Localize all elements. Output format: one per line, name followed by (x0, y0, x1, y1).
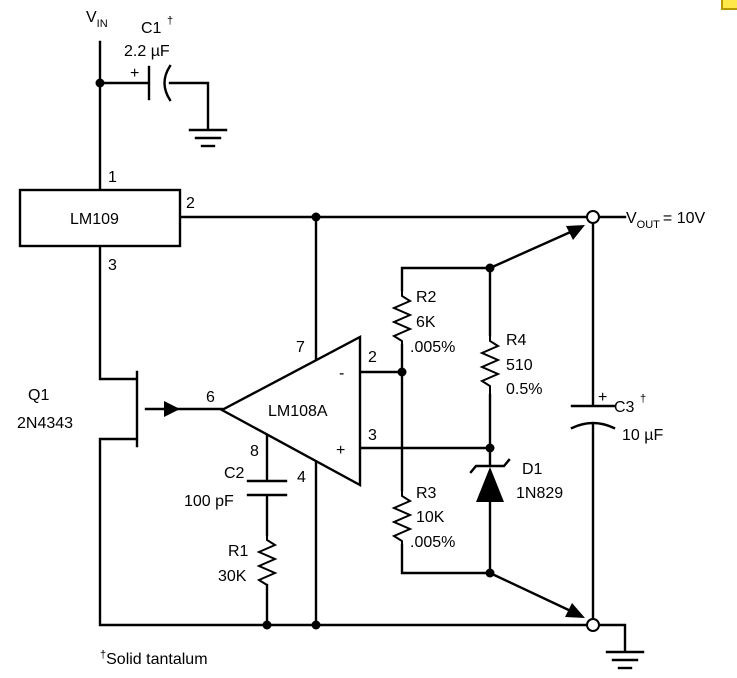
c2-value: 100 pF (184, 493, 234, 510)
resistor-r1 (256, 535, 278, 586)
r4-value: 510 (506, 357, 533, 374)
r1-name: R1 (228, 543, 249, 560)
resistor-r3 (391, 490, 413, 545)
lm109-pin-3: 3 (108, 257, 117, 274)
opamp-pin-6: 6 (206, 389, 215, 406)
capacitor-c3 (570, 404, 616, 430)
r1-value: 30K (218, 568, 247, 585)
r3-value: 10K (416, 509, 445, 526)
lm109-pin-1: 1 (108, 169, 117, 186)
opamp-pin-8: 8 (250, 443, 259, 460)
opamp-pin-7: 7 (296, 339, 305, 356)
resistor-r2 (391, 290, 413, 345)
junction-dots (95, 78, 495, 630)
footnote: †Solid tantalum (100, 649, 208, 668)
vout-label: VOUT= 10V (626, 210, 705, 231)
resistor-r4 (479, 335, 501, 395)
opamp-plus-sign: + (336, 442, 345, 459)
opamp-pin-4: 4 (297, 469, 306, 486)
opamp-pin-3: 3 (368, 427, 377, 444)
c1-dagger: † (167, 15, 173, 27)
r2-value: 6K (416, 314, 436, 331)
r4-tolerance: 0.5% (506, 381, 542, 398)
lm109-label: LM109 (70, 211, 119, 228)
r2-name: R2 (416, 289, 437, 306)
opamp-minus-sign: - (339, 365, 344, 382)
wires (98, 40, 627, 652)
c1-name: C1 (141, 20, 162, 37)
sense-arrow-bottom (565, 603, 585, 618)
c3-value: 10 µF (622, 427, 663, 444)
ground-symbol-c1 (188, 128, 228, 148)
c1-polarity: + (130, 65, 139, 82)
c3-dagger: † (640, 393, 646, 405)
sense-arrow-top (566, 225, 585, 240)
corner-marker (721, 0, 737, 10)
lm108a-opamp (219, 335, 362, 488)
capacitor-c1 (147, 64, 172, 102)
lm109-regulator (18, 188, 182, 248)
q1-jfet (135, 370, 180, 448)
c3-name: C3 (614, 399, 635, 416)
lm109-pin-2: 2 (186, 195, 195, 212)
d1-name: D1 (522, 461, 543, 478)
ground-symbol-output (605, 650, 645, 670)
c3-polarity: + (598, 389, 607, 406)
q1-part: 2N4343 (17, 415, 73, 432)
vout-terminal (586, 210, 600, 224)
zener-d1 (469, 458, 511, 502)
d1-part: 1N829 (516, 485, 563, 502)
vin-label: VIN (86, 9, 108, 30)
opamp-label: LM108A (268, 403, 328, 420)
capacitor-c2 (246, 479, 288, 497)
r2-tolerance: .005% (410, 339, 455, 356)
r4-name: R4 (506, 332, 527, 349)
r3-name: R3 (416, 485, 437, 502)
c1-value: 2.2 µF (124, 43, 170, 60)
r3-tolerance: .005% (410, 534, 455, 551)
ground-terminal (586, 618, 600, 632)
opamp-pin-2: 2 (368, 349, 377, 366)
q1-name: Q1 (28, 387, 49, 404)
c2-name: C2 (224, 465, 245, 482)
